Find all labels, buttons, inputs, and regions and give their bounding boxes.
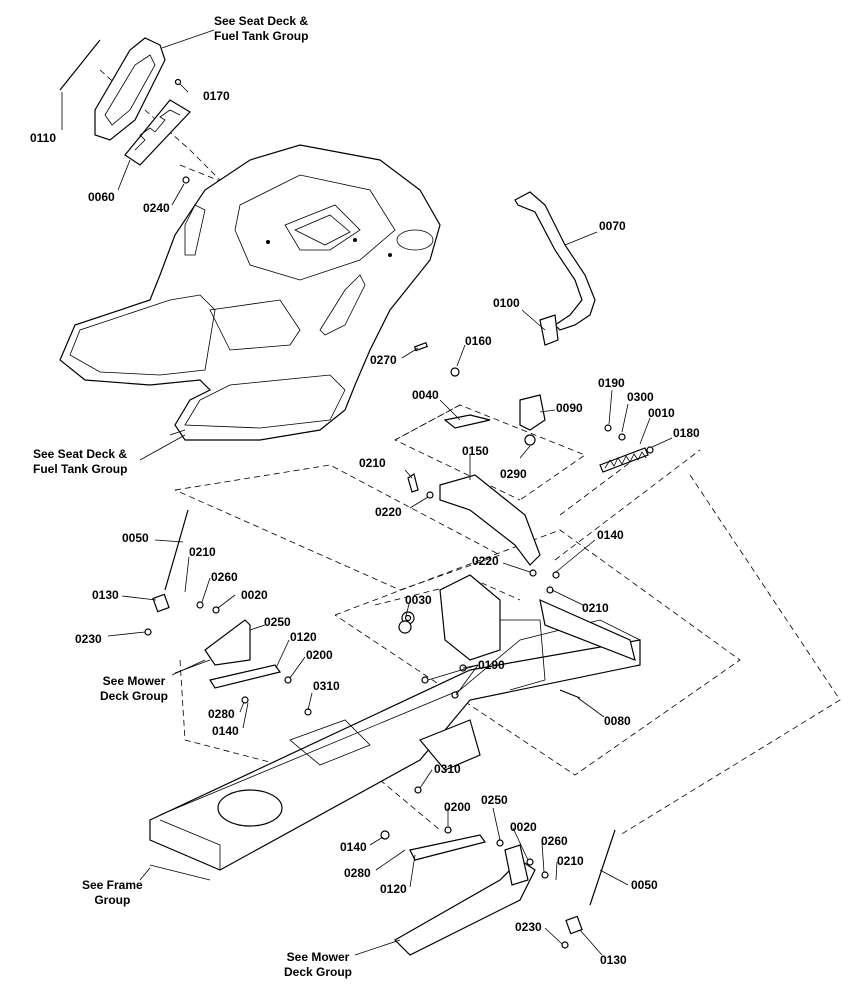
callout-0280-left: 0280 <box>208 707 235 721</box>
callout-0010: 0010 <box>648 406 675 420</box>
callout-0190-top: 0190 <box>598 376 625 390</box>
callout-0220-left: 0220 <box>375 505 402 519</box>
callout-0080: 0080 <box>604 714 631 728</box>
callout-0310-upper: 0310 <box>313 679 340 693</box>
callout-0310-lower: 0310 <box>434 762 461 776</box>
frame <box>149 574 641 871</box>
fender-body <box>59 144 441 441</box>
callout-0130-right: 0130 <box>600 953 627 967</box>
callout-0140-lower: 0140 <box>340 840 367 854</box>
callout-0210-lower: 0210 <box>557 854 584 868</box>
right-lift-assembly <box>380 826 616 956</box>
callout-0120-left: 0120 <box>290 630 317 644</box>
fuel-cover-group <box>59 37 191 184</box>
callout-0200-right: 0200 <box>444 800 471 814</box>
callout-0070: 0070 <box>599 219 626 233</box>
callout-0280-right: 0280 <box>344 866 371 880</box>
callout-0090: 0090 <box>556 401 583 415</box>
callout-0210-left: 0210 <box>189 545 216 559</box>
callout-0240: 0240 <box>143 201 170 215</box>
callout-0230-right: 0230 <box>515 920 542 934</box>
callout-0290: 0290 <box>500 467 527 481</box>
callout-0060: 0060 <box>88 190 115 204</box>
lever-0070 <box>514 191 596 346</box>
callout-0200-left: 0200 <box>306 648 333 662</box>
callout-0020-right: 0020 <box>510 820 537 834</box>
callout-0050-left: 0050 <box>122 531 149 545</box>
callout-0120-right: 0120 <box>380 882 407 896</box>
callout-0250-right: 0250 <box>481 793 508 807</box>
callout-0030: 0030 <box>405 593 432 607</box>
note-seat-deck-bottom: See Seat Deck & Fuel Tank Group <box>33 447 128 476</box>
misc-hardware <box>398 569 581 794</box>
leader-lines <box>61 29 673 956</box>
callout-0160: 0160 <box>465 334 492 348</box>
callout-0260-left: 0260 <box>211 570 238 584</box>
callout-0020-left: 0020 <box>241 588 268 602</box>
callout-0130-left: 0130 <box>92 588 119 602</box>
callout-0230-left: 0230 <box>75 632 102 646</box>
note-mower-deck-left: See Mower Deck Group <box>100 674 169 703</box>
callout-0180: 0180 <box>673 426 700 440</box>
callout-0040: 0040 <box>412 388 439 402</box>
note-frame-group: See Frame Group <box>82 878 143 907</box>
callout-0170: 0170 <box>203 89 230 103</box>
spring-0010 <box>604 451 647 469</box>
assembly-dashed-lines <box>99 69 841 836</box>
callout-0140-upper: 0140 <box>597 528 624 542</box>
note-seat-deck-top: See Seat Deck & Fuel Tank Group <box>214 14 309 43</box>
callout-0300: 0300 <box>627 390 654 404</box>
callout-0050-right: 0050 <box>631 878 658 892</box>
callout-0250-left: 0250 <box>264 615 291 629</box>
callout-0260-right: 0260 <box>541 834 568 848</box>
callout-0270: 0270 <box>370 353 397 367</box>
callout-0190-mid: 0190 <box>478 658 505 672</box>
callout-0210-upper: 0210 <box>359 456 386 470</box>
callout-0100: 0100 <box>493 296 520 310</box>
callout-0110: 0110 <box>30 131 57 145</box>
callout-0140-left: 0140 <box>212 724 239 738</box>
note-mower-deck-bottom: See Mower Deck Group <box>284 950 353 979</box>
callout-0210-right: 0210 <box>582 601 609 615</box>
callout-0220-right: 0220 <box>472 554 499 568</box>
callout-0150: 0150 <box>462 444 489 458</box>
left-lift-assembly <box>144 509 312 716</box>
